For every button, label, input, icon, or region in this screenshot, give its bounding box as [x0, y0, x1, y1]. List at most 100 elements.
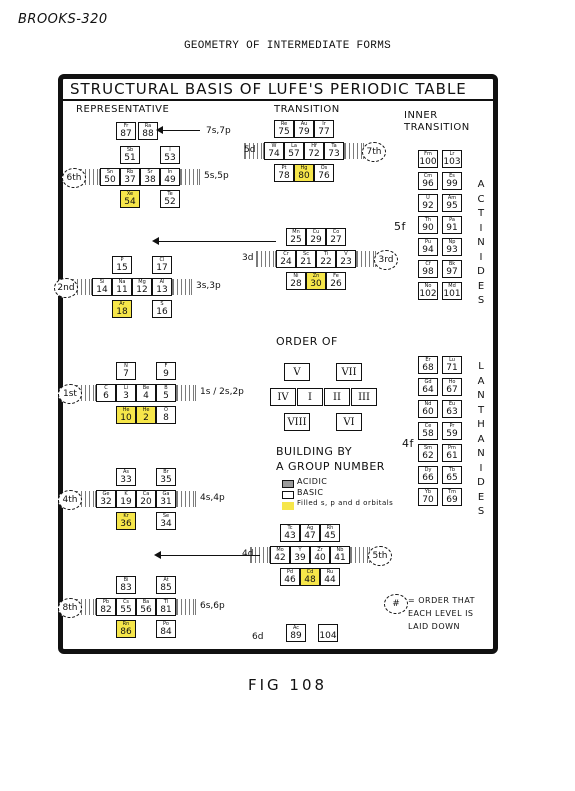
atomic-number: 15 [116, 263, 128, 273]
orbital-label: 5d [244, 145, 256, 155]
orbital-stub [176, 599, 196, 615]
atomic-number: 21 [300, 257, 312, 267]
orbital-stub [172, 279, 192, 295]
element-symbol: Cs [122, 599, 130, 605]
arrow-head-icon [156, 126, 163, 134]
element-symbol: Ho [448, 379, 456, 385]
element-symbol: Sn [106, 169, 114, 175]
element-symbol: Cf [425, 261, 431, 267]
element-symbol: Se [162, 513, 170, 519]
orbital-label-5f: 5f [394, 220, 406, 233]
atomic-number: 78 [278, 171, 290, 181]
atomic-number: 102 [419, 289, 437, 299]
atomic-number: 61 [446, 451, 458, 461]
element-symbol: Dy [424, 467, 432, 473]
element-symbol: Xe [126, 191, 134, 197]
atomic-number: 44 [324, 575, 336, 585]
atomic-number: 56 [140, 605, 152, 615]
atomic-number: 4 [143, 391, 149, 401]
atomic-number: 104 [319, 631, 337, 641]
section-label-representative: REPRESENTATIVE [76, 104, 170, 115]
build-order-circle: 3rd [374, 250, 398, 270]
element-symbol: U [426, 195, 430, 201]
group-title: A GROUP NUMBER [276, 460, 385, 473]
order-cell: VI [336, 413, 362, 431]
element-symbol: Te [167, 191, 173, 197]
atomic-number: 97 [446, 267, 458, 277]
orbital-label: 4s,4p [200, 493, 225, 503]
orbital-label: 3s,3p [196, 281, 221, 291]
atomic-number: 40 [314, 553, 326, 563]
element-symbol: P [120, 257, 124, 263]
orbital-stub [176, 385, 196, 401]
arrow-line [160, 555, 260, 556]
atomic-number: 31 [160, 497, 172, 507]
atomic-number: 10 [120, 413, 132, 423]
element-symbol: Es [449, 173, 455, 179]
orbital-label: 6d [252, 632, 264, 642]
atomic-number: 48 [304, 575, 316, 585]
atomic-number: 86 [120, 627, 132, 637]
atomic-number: 81 [160, 605, 172, 615]
atomic-number: 59 [446, 429, 458, 439]
element-symbol: Nb [336, 547, 344, 553]
orbital-stub [180, 169, 200, 185]
atomic-number: 82 [100, 605, 112, 615]
atomic-number: 80 [298, 171, 310, 181]
atomic-number: 22 [320, 257, 332, 267]
element-symbol: Md [448, 283, 456, 289]
element-symbol: Ar [119, 301, 125, 307]
element-symbol: O [164, 407, 168, 413]
element-symbol: Rb [126, 169, 134, 175]
element-symbol: Mn [292, 229, 300, 235]
atomic-number: 20 [140, 497, 152, 507]
element-symbol: Ba [142, 599, 150, 605]
legend-acidic-swatch [282, 480, 294, 488]
element-symbol: Rh [326, 525, 334, 531]
element-symbol: Ru [326, 569, 334, 575]
arrow-line [158, 241, 276, 242]
atomic-number: 30 [310, 279, 322, 289]
atomic-number: 17 [156, 263, 168, 273]
element-symbol: La [291, 143, 297, 149]
document-title: GEOMETRY OF INTERMEDIATE FORMS [183, 40, 392, 52]
atomic-number: 72 [308, 149, 320, 159]
atomic-number: 19 [120, 497, 132, 507]
atomic-number: 49 [164, 175, 176, 185]
